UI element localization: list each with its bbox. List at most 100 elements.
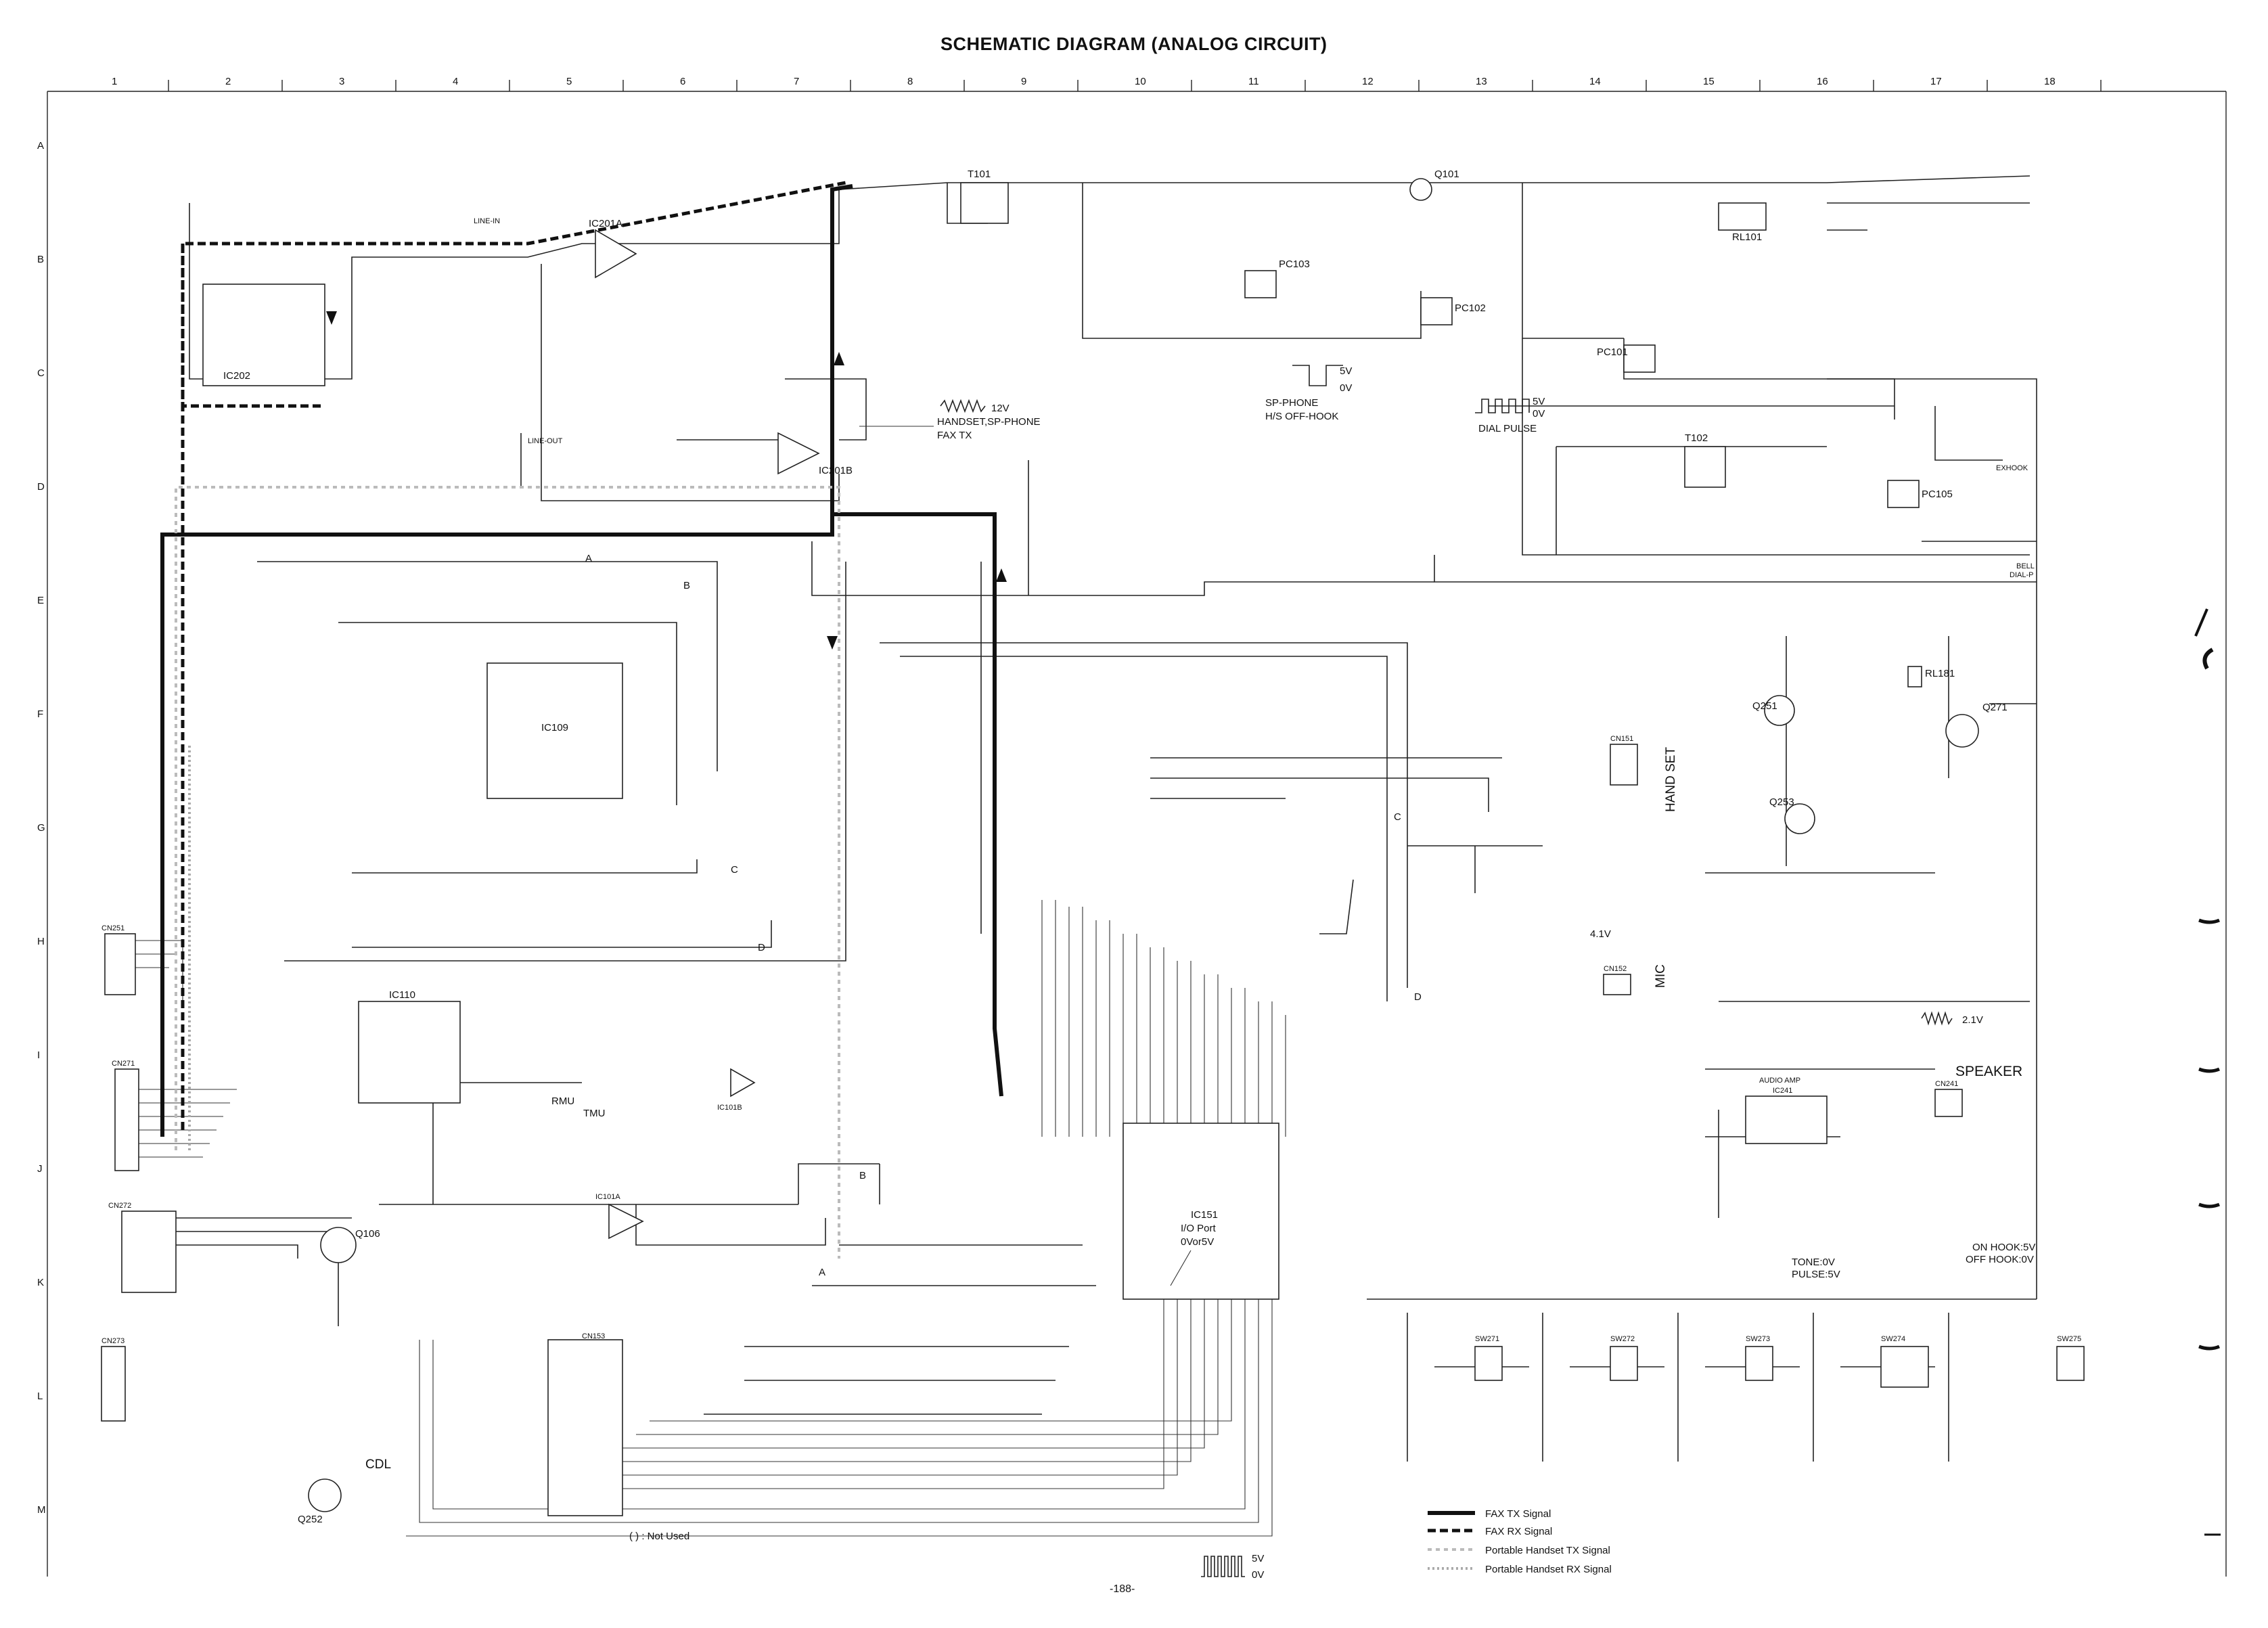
- rl181-label: RL181: [1925, 668, 1955, 679]
- tone-note-2: PULSE:5V: [1792, 1269, 1840, 1280]
- grid-column-label: 6: [680, 76, 685, 87]
- grid-column-label: 1: [112, 76, 117, 87]
- q253-transistor: [1784, 803, 1815, 834]
- cn152-connector: [1603, 974, 1631, 995]
- exhook-label: EXHOOK: [1996, 464, 2028, 472]
- sp-phone-5v: 5V: [1340, 365, 1352, 377]
- sp-phone-0v: 0V: [1340, 382, 1352, 394]
- ic241-note: AUDIO AMP: [1759, 1077, 1800, 1085]
- grid-column-label: 2: [225, 76, 231, 87]
- fax-tx-path: [160, 512, 1003, 1137]
- grid-column-label: 8: [907, 76, 913, 87]
- pc105-photocoupler: [1887, 480, 1920, 508]
- ic151-label: IC151: [1191, 1209, 1218, 1221]
- fax-tx-voltage: 12V: [991, 403, 1010, 414]
- cn151-label: CN151: [1610, 735, 1633, 743]
- q271-label: Q271: [1982, 702, 2008, 713]
- cdl-label: CDL: [365, 1457, 391, 1472]
- t102-label: T102: [1685, 432, 1708, 444]
- legend-fax-tx: FAX TX Signal: [1485, 1508, 1551, 1520]
- rmu-label: RMU: [551, 1095, 574, 1107]
- grid-row-label: J: [37, 1163, 43, 1175]
- sw274-label: SW274: [1881, 1335, 1905, 1343]
- mic-label: MIC: [1654, 964, 1668, 988]
- grid-column-label: 5: [566, 76, 572, 87]
- rl181-relay: [1907, 666, 1922, 687]
- cn153-connector: [547, 1339, 623, 1516]
- pc101-label: PC101: [1597, 346, 1628, 358]
- grid-column-label: 14: [1589, 76, 1601, 87]
- grid-column-label: 3: [339, 76, 344, 87]
- ic110-body: [358, 1001, 461, 1104]
- marker-b: B: [683, 580, 690, 591]
- grid-row-label: F: [37, 708, 43, 720]
- t101-transformer: [960, 182, 1009, 224]
- marker-a-2: A: [819, 1267, 825, 1278]
- ic201a-label: IC201A: [589, 218, 622, 229]
- cn153-label: CN153: [582, 1332, 605, 1340]
- hook-note-2: OFF HOOK:0V: [1966, 1254, 2034, 1265]
- sw275-label: SW275: [2057, 1335, 2081, 1343]
- rl101-relay: [1718, 202, 1767, 231]
- grid-column-label: 12: [1362, 76, 1374, 87]
- ic151-body: [1122, 1123, 1279, 1300]
- grid-column-label: 15: [1703, 76, 1715, 87]
- not-used-note: ( ) : Not Used: [629, 1531, 689, 1542]
- marker-c-2: C: [1394, 811, 1401, 823]
- fax-tx-note-1: HANDSET,SP-PHONE: [937, 416, 1041, 428]
- pc101-photocoupler: [1623, 344, 1656, 373]
- ic201b-label: IC201B: [819, 465, 853, 476]
- ic202-label: IC202: [223, 370, 250, 382]
- cn151-connector: [1610, 744, 1638, 786]
- q251-label: Q251: [1752, 700, 1777, 712]
- sp-phone-note-1: SP-PHONE: [1265, 397, 1318, 409]
- sw272-switch: [1610, 1346, 1638, 1381]
- q252-transistor: [308, 1478, 342, 1512]
- marker-c: C: [731, 864, 738, 876]
- marker-d-2: D: [1414, 991, 1422, 1003]
- grid-row-label: B: [37, 254, 44, 265]
- cn241-connector: [1934, 1089, 1963, 1117]
- cn273-label: CN273: [101, 1337, 124, 1345]
- ic151-note-1: I/O Port: [1181, 1223, 1217, 1234]
- page-number: -188-: [1110, 1583, 1135, 1595]
- page-title: SCHEMATIC DIAGRAM (ANALOG CIRCUIT): [940, 34, 1328, 54]
- grid-column-label: 10: [1135, 76, 1146, 87]
- fax-tx-path-2: [830, 184, 853, 514]
- sw272-label: SW272: [1610, 1335, 1635, 1343]
- pc103-photocoupler: [1244, 270, 1277, 298]
- t101-label: T101: [968, 168, 991, 180]
- frame: [47, 91, 2227, 1577]
- sw273-label: SW273: [1746, 1335, 1770, 1343]
- grid-row-label: M: [37, 1504, 46, 1516]
- speaker-voltage: 2.1V: [1962, 1014, 1983, 1026]
- grid-row-label: A: [37, 140, 44, 152]
- cn272-label: CN272: [108, 1202, 131, 1210]
- marker-d: D: [758, 942, 765, 953]
- line-out-label: LINE-OUT: [528, 437, 563, 445]
- sw271-label: SW271: [1475, 1335, 1499, 1343]
- q251-transistor: [1764, 695, 1795, 726]
- legend-fax-rx: FAX RX Signal: [1485, 1526, 1552, 1537]
- grid-column-label: 4: [453, 76, 458, 87]
- pc102-photocoupler: [1420, 297, 1453, 325]
- grid-column-label: 17: [1930, 76, 1942, 87]
- bell-label: BELL: [2016, 562, 2035, 570]
- grid-column-label: 16: [1817, 76, 1828, 87]
- ic151-note-2: 0Vor5V: [1181, 1236, 1214, 1248]
- fax-tx-note-2: FAX TX: [937, 430, 972, 441]
- cn152-label: CN152: [1604, 965, 1627, 973]
- bottom-5v: 5V: [1252, 1553, 1264, 1564]
- grid-row-label: I: [37, 1049, 40, 1061]
- pc102-label: PC102: [1455, 302, 1486, 314]
- q271-transistor: [1945, 714, 1979, 748]
- dial-p-label: DIAL-P: [2010, 571, 2033, 579]
- grid-row-label: E: [37, 595, 44, 606]
- pc103-label: PC103: [1279, 258, 1310, 270]
- ic101b-opamp: [730, 1068, 756, 1098]
- speaker-label: SPEAKER: [1955, 1064, 2022, 1079]
- ic241-label: IC241: [1773, 1087, 1792, 1095]
- line-in-label: LINE-IN: [474, 217, 500, 225]
